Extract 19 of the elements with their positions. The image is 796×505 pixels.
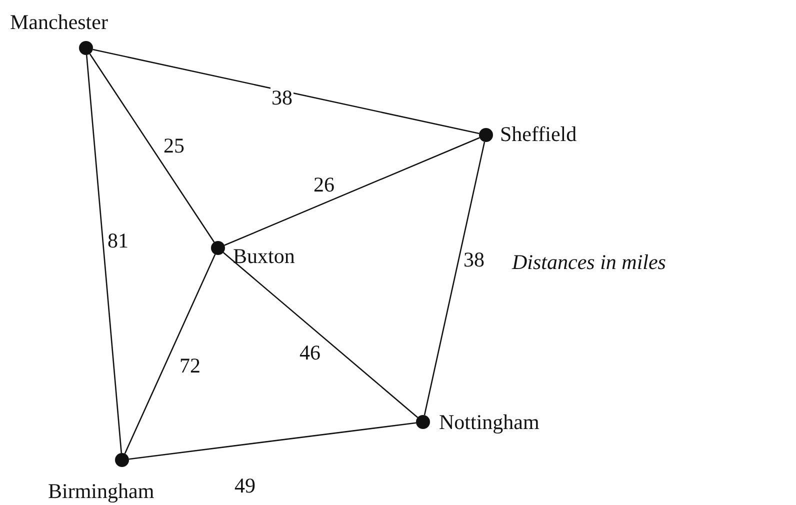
road-line [128, 422, 416, 460]
road-line [222, 252, 418, 418]
town-name: Buxton [233, 246, 295, 267]
road-line [89, 53, 215, 243]
town-name: Manchester [10, 12, 108, 33]
road-line [86, 54, 122, 454]
town-dot [479, 128, 493, 142]
town-dot [416, 415, 430, 429]
town-dot [115, 453, 129, 467]
note-text: Distances in miles [512, 252, 666, 273]
road-line [92, 48, 480, 134]
road-line [424, 142, 486, 416]
road-line [224, 137, 480, 246]
town-name: Nottingham [439, 412, 540, 433]
town-name: Sheffield [500, 124, 577, 145]
town-dot [211, 241, 225, 255]
town-name: Birmingham [48, 481, 154, 502]
road-line [124, 254, 216, 454]
town-dot [79, 41, 93, 55]
